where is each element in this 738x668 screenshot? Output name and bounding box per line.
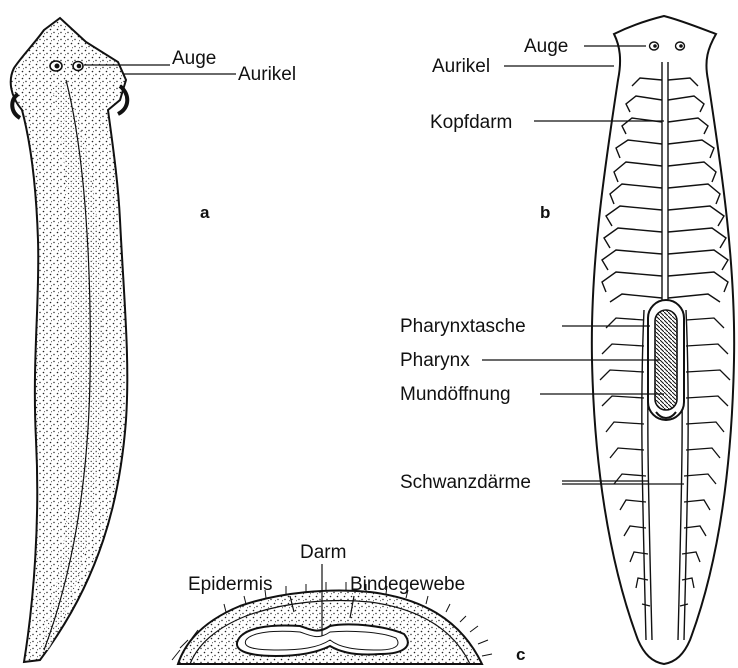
label-c-darm: Darm bbox=[300, 542, 346, 563]
label-a-aurikel: Aurikel bbox=[238, 64, 296, 85]
label-b-mundoeffnung: Mundöffnung bbox=[400, 384, 511, 405]
label-c-bindegewebe: Bindegewebe bbox=[350, 574, 465, 595]
panel-label-c: c bbox=[516, 645, 525, 664]
label-b-auge: Auge bbox=[524, 36, 568, 57]
label-b-pharynx: Pharynx bbox=[400, 350, 470, 371]
label-b-schwanzdaerme: Schwanzdärme bbox=[400, 472, 531, 493]
label-b-pharynxtasche: Pharynxtasche bbox=[400, 316, 526, 337]
panel-label-b: b bbox=[540, 203, 550, 222]
worm-b-illustration bbox=[592, 16, 734, 664]
label-c-epidermis: Epidermis bbox=[188, 574, 272, 595]
label-a-auge: Auge bbox=[172, 48, 216, 69]
label-b-aurikel: Aurikel bbox=[432, 56, 490, 77]
worm-a-illustration bbox=[11, 18, 128, 662]
panel-label-a: a bbox=[200, 203, 210, 222]
label-b-kopfdarm: Kopfdarm bbox=[430, 112, 512, 133]
